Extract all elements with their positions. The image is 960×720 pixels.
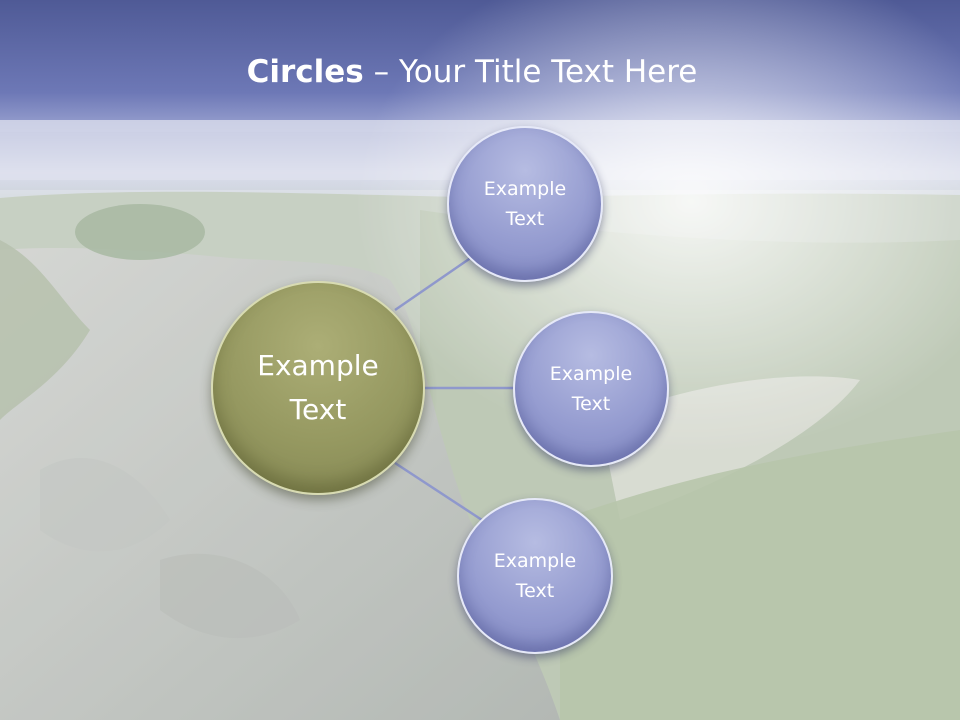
title-rest: – Your Title Text Here: [363, 54, 698, 90]
circle-top-label: Example Text: [483, 178, 567, 230]
center-circle-label: Example Text: [257, 349, 379, 426]
circle-top[interactable]: Example Text: [447, 126, 603, 282]
center-circle[interactable]: Example Text: [211, 281, 425, 495]
circle-bottom[interactable]: Example Text: [457, 498, 613, 654]
connector-bottom: [394, 461, 483, 522]
circle-middle[interactable]: Example Text: [513, 311, 669, 467]
circle-bottom-label: Example Text: [493, 550, 577, 602]
slide-title: Circles – Your Title Text Here: [0, 54, 944, 90]
title-bold: Circles: [246, 54, 364, 90]
connector-top: [394, 255, 473, 312]
circle-middle-label: Example Text: [549, 363, 633, 415]
